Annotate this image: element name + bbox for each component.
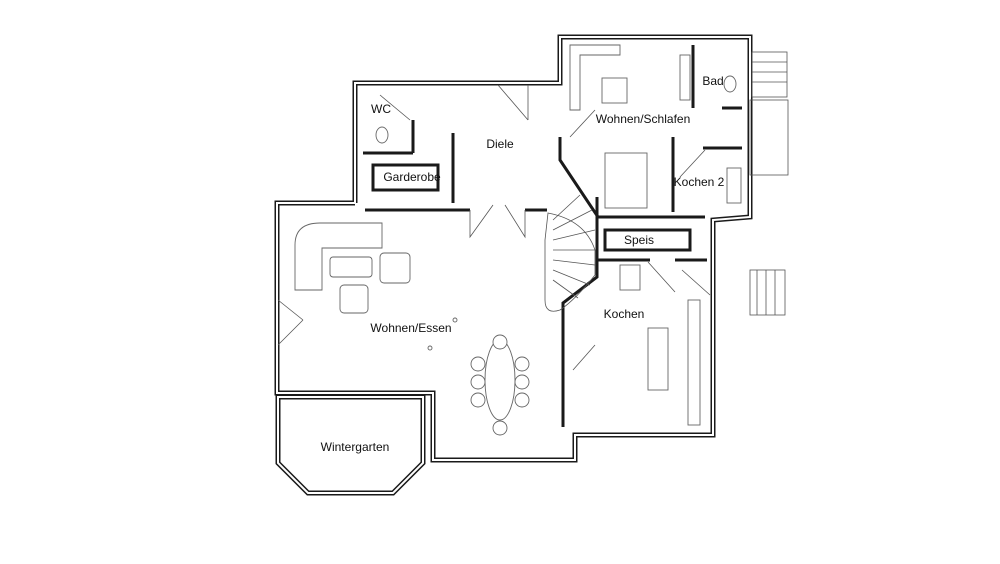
room-label-wc: WC (371, 102, 391, 116)
room-labels: WC Diele Garderobe Wohnen/Schlafen Bad K… (321, 74, 725, 454)
furniture (294, 44, 742, 436)
room-label-wohnen-schlafen: Wohnen/Schlafen (596, 112, 691, 126)
room-label-kochen: Kochen (604, 307, 645, 321)
room-label-wintergarten: Wintergarten (321, 440, 390, 454)
room-label-diele: Diele (486, 137, 514, 151)
interior-walls (363, 45, 742, 427)
wintergarten-walls (275, 394, 426, 496)
staircase (544, 51, 789, 316)
room-label-speis: Speis (624, 233, 654, 247)
room-label-wohnen-essen: Wohnen/Essen (370, 321, 451, 335)
room-label-bad: Bad (702, 74, 723, 88)
room-label-kochen-2: Kochen 2 (674, 175, 725, 189)
doors (277, 84, 711, 371)
outer-walls (274, 34, 753, 463)
room-label-garderobe: Garderobe (383, 170, 441, 184)
